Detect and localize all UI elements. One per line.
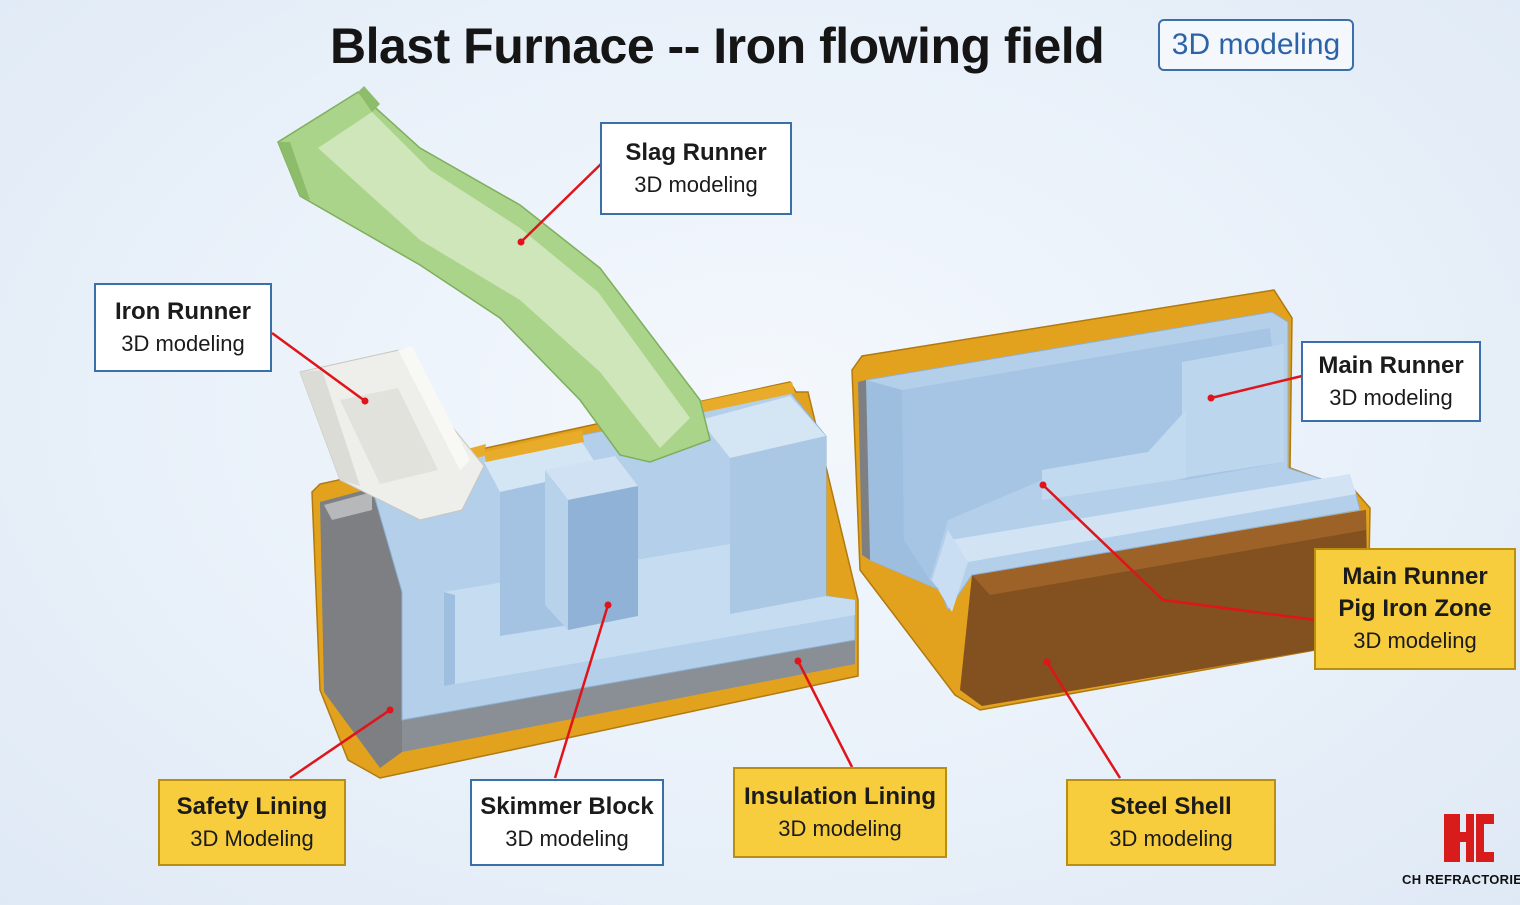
- leader-pig-iron-zone: [1042, 484, 1317, 622]
- safety-lining-face: [320, 488, 402, 768]
- main-runner-label-name: Main Runner: [1318, 351, 1464, 379]
- main-runner-label-sub: 3D modeling: [1329, 384, 1453, 410]
- leader-iron-runner: [271, 331, 366, 403]
- leader-dots: [361, 238, 1215, 714]
- safety-lining-label-name: Safety Lining: [176, 792, 328, 820]
- safety-lining-label: Safety Lining 3D Modeling: [158, 779, 346, 866]
- pig-iron-zone-shape: [960, 510, 1368, 706]
- iron-runner-label: Iron Runner 3D modeling: [94, 283, 272, 372]
- steel-shell-label-name: Steel Shell: [1110, 792, 1232, 820]
- leader-insulation-lining: [796, 660, 854, 768]
- slag-runner-label-name: Slag Runner: [625, 138, 767, 166]
- pig-iron-zone-label: Main Runner Pig Iron Zone 3D modeling: [1314, 548, 1516, 670]
- skimmer-block-label: Skimmer Block 3D modeling: [470, 779, 664, 866]
- pig-iron-zone-label-line2: Pig Iron Zone: [1338, 595, 1492, 622]
- iron-runner-label-name: Iron Runner: [115, 297, 251, 325]
- skimmer-block-label-sub: 3D modeling: [505, 825, 629, 851]
- skimmer-block-label-name: Skimmer Block: [480, 792, 654, 820]
- leader-skimmer-block: [553, 604, 610, 779]
- main-runner-label: Main Runner 3D modeling: [1301, 341, 1481, 422]
- left-runner-assembly: [277, 86, 859, 779]
- leader-lines: [271, 162, 1317, 780]
- leader-slag-runner: [520, 162, 603, 243]
- title-badge: 3D modeling: [1158, 19, 1354, 71]
- iron-runner-label-sub: 3D modeling: [121, 330, 245, 356]
- main-runner-assembly: [851, 289, 1371, 711]
- slag-runner-label: Slag Runner 3D modeling: [600, 122, 792, 215]
- leader-steel-shell: [1045, 661, 1122, 779]
- ch-refractories-logo-icon: [1444, 814, 1494, 862]
- leader-safety-lining: [289, 708, 391, 780]
- leader-main-runner: [1210, 374, 1303, 400]
- insulation-lining-label: Insulation Lining 3D modeling: [733, 767, 947, 858]
- logo-text: CH REFRACTORIES: [1402, 872, 1520, 887]
- steel-shell-label: Steel Shell 3D modeling: [1066, 779, 1276, 866]
- pig-iron-zone-label-line1: Main Runner: [1342, 563, 1488, 590]
- slag-runner-label-sub: 3D modeling: [634, 171, 758, 197]
- skimmer-block-shape: [545, 456, 638, 500]
- insulation-strip: [402, 640, 855, 752]
- pig-iron-zone-label-sub: 3D modeling: [1353, 628, 1477, 653]
- diagram-title: Blast Furnace -- Iron flowing field: [330, 18, 1105, 74]
- insulation-lining-label-name: Insulation Lining: [744, 782, 936, 810]
- steel-shell-label-sub: 3D modeling: [1109, 825, 1233, 851]
- safety-lining-label-sub: 3D Modeling: [190, 825, 314, 851]
- insulation-lining-label-sub: 3D modeling: [778, 815, 902, 841]
